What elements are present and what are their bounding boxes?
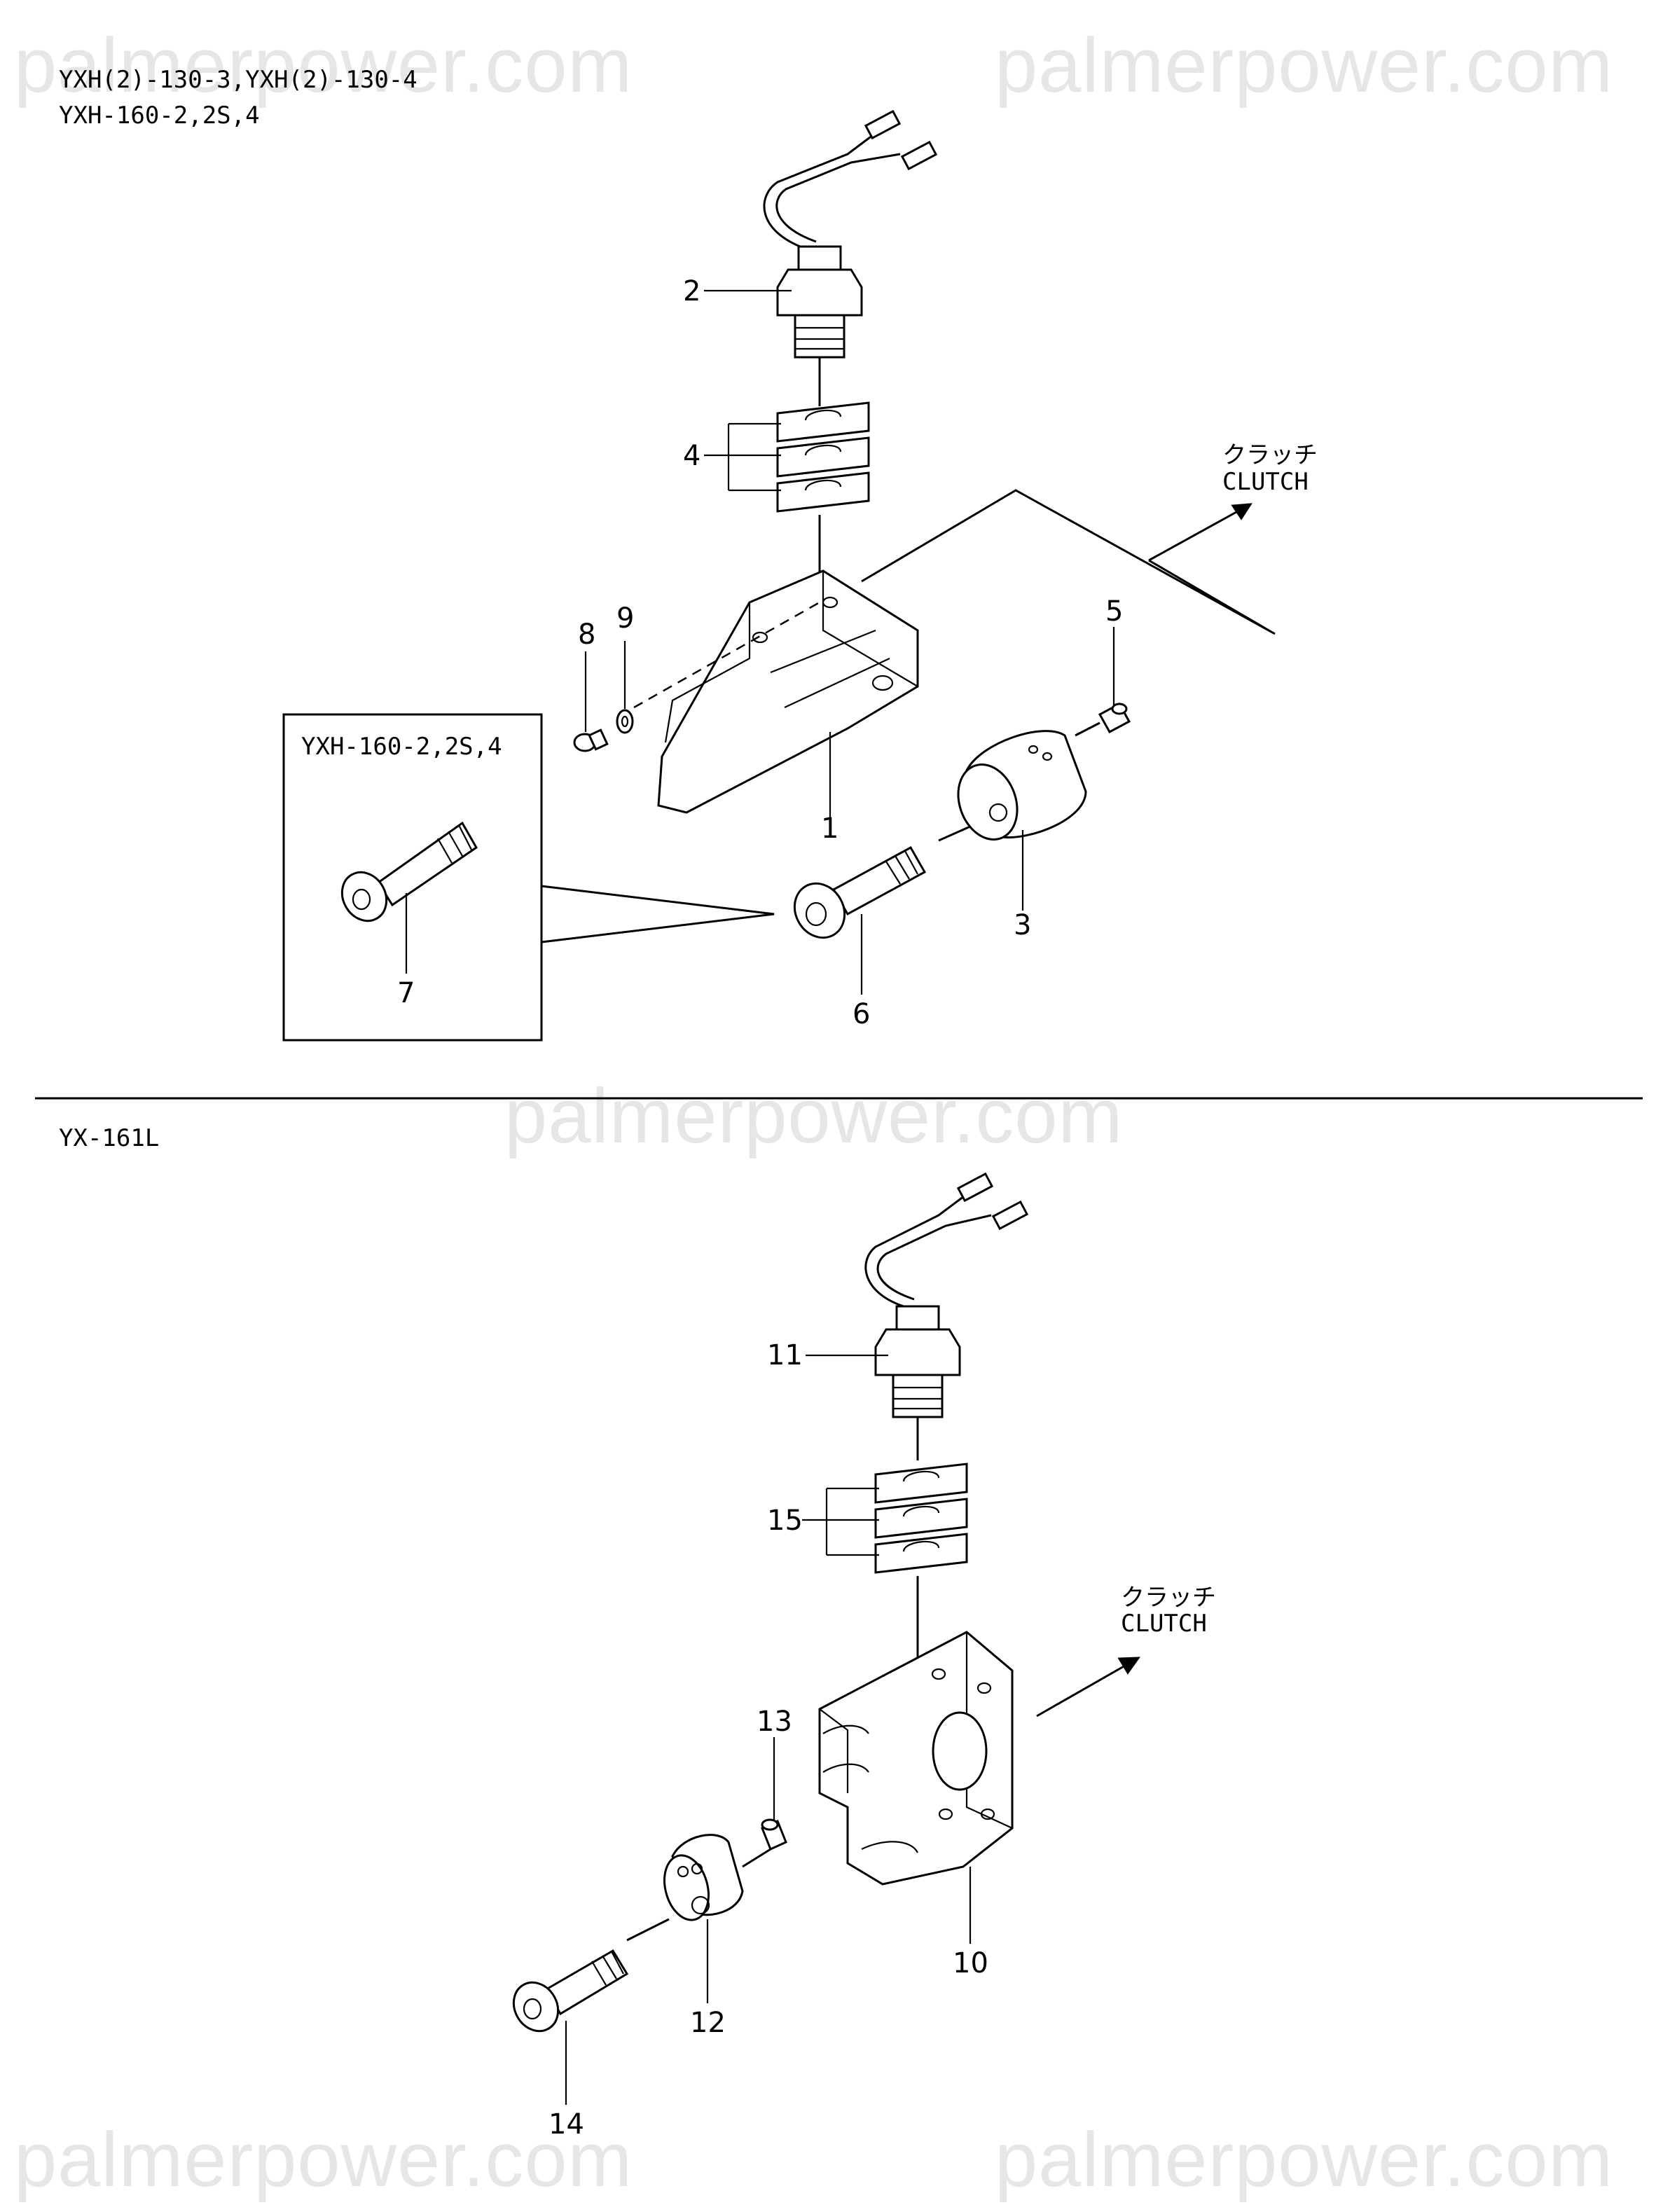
callout-10: 10 — [953, 1947, 988, 1979]
leader-lines-top — [405, 289, 1115, 995]
switch-body-2 — [776, 245, 863, 359]
pin-13 — [761, 1818, 787, 1851]
watermark-bottom-left: palmerpower.com — [14, 2117, 633, 2203]
switch-body-11 — [874, 1305, 961, 1418]
callout-5: 5 — [1105, 595, 1124, 628]
direction-label-en-bottom: CLUTCH — [1121, 1610, 1207, 1638]
watermark-top-right: palmerpower.com — [995, 22, 1614, 109]
cap-screw-14 — [512, 1949, 629, 2033]
callout-4: 4 — [683, 440, 701, 472]
callout-14: 14 — [548, 2108, 584, 2141]
callout-9: 9 — [616, 602, 635, 635]
inset-title: YXH-160-2,2S,4 — [301, 733, 502, 761]
cap-screw-7 — [340, 821, 478, 922]
callout-8: 8 — [578, 618, 596, 651]
callout-15: 15 — [767, 1505, 803, 1537]
callout-6: 6 — [853, 998, 871, 1030]
watermark-bottom-right: palmerpower.com — [995, 2117, 1614, 2203]
leader-lines-bottom — [565, 1354, 972, 2105]
clutch-pointer-top — [861, 489, 1276, 635]
switch-wire-harness-bottom — [864, 1172, 1029, 1308]
switch-wire-harness-top — [763, 109, 938, 250]
cap-screw-6 — [793, 845, 927, 939]
model-list-line-2: YXH-160-2,2S,4 — [59, 102, 260, 130]
model-label-bottom: YX-161L — [59, 1124, 160, 1152]
direction-label-jp-bottom: クラッチ — [1121, 1584, 1216, 1612]
bracket-10 — [818, 1631, 1014, 1886]
watermark-top-left: palmerpower.com — [14, 22, 633, 109]
screw-8 — [573, 728, 609, 752]
watermark-middle: palmerpower.com — [504, 1073, 1124, 1159]
pin-5 — [1098, 702, 1131, 734]
callout-13: 13 — [757, 1706, 792, 1738]
callout-12: 12 — [690, 2007, 726, 2039]
bracket-1 — [633, 569, 919, 814]
direction-label-en-top: CLUTCH — [1222, 468, 1309, 496]
clutch-pointer-bottom — [1036, 1657, 1140, 1717]
callout-3: 3 — [1014, 909, 1032, 941]
callout-2: 2 — [683, 275, 701, 307]
shims-4 — [776, 401, 870, 513]
model-list-line-1: YXH(2)-130-3,YXH(2)-130-4 — [59, 66, 417, 94]
shims-15 — [874, 1463, 968, 1574]
callout-11: 11 — [767, 1339, 803, 1371]
washer-9 — [616, 709, 634, 734]
direction-label-jp-top: クラッチ — [1222, 441, 1318, 469]
callout-1: 1 — [821, 813, 839, 845]
inset-frame — [282, 713, 775, 1042]
flange-12 — [663, 1834, 744, 1921]
callout-7: 7 — [397, 977, 415, 1009]
roller-3 — [957, 730, 1087, 841]
